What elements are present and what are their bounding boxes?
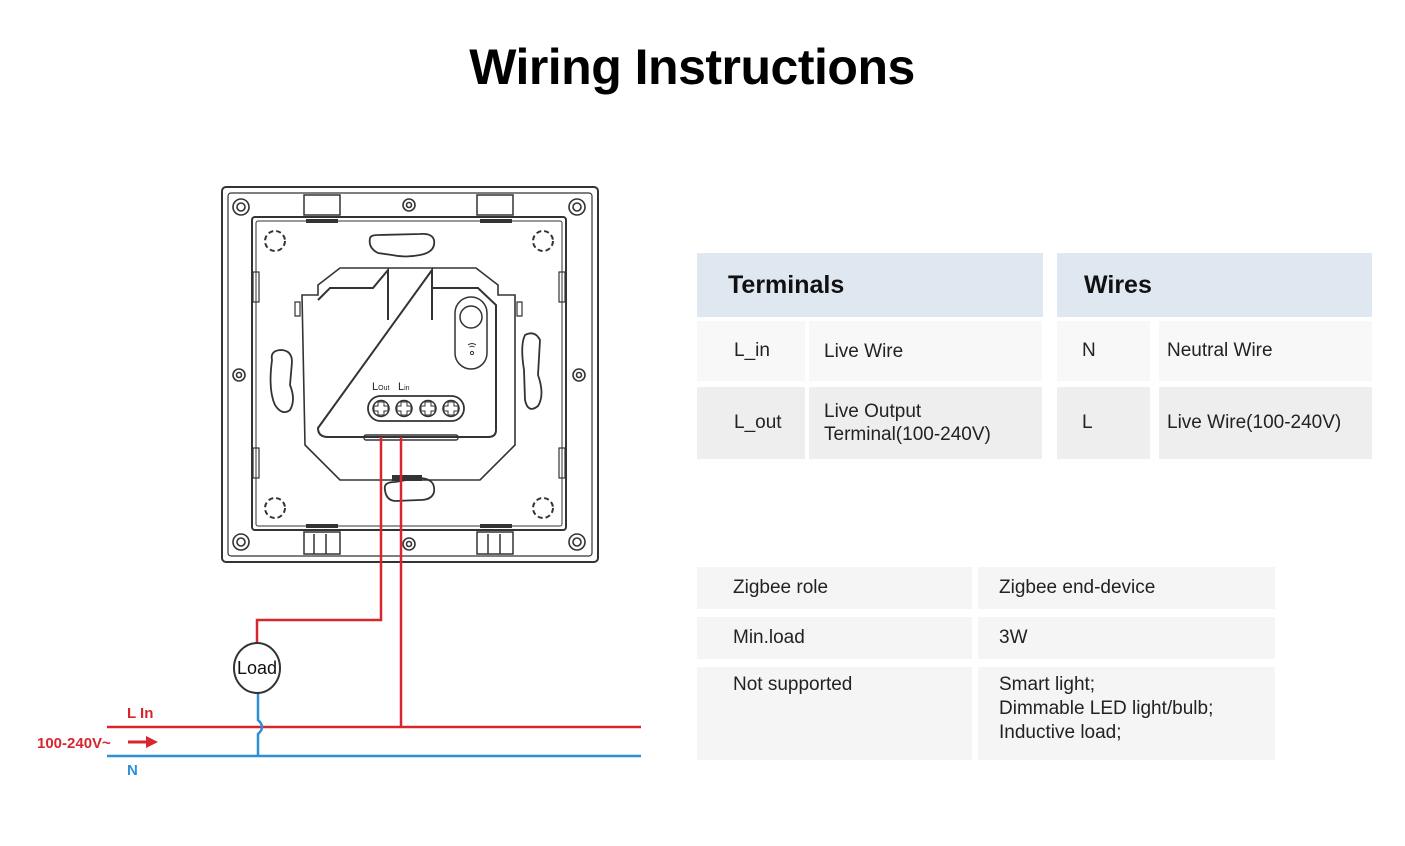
n-label: N — [127, 762, 138, 779]
l-in-label: L In — [127, 705, 153, 722]
spec-key: Min.load — [697, 617, 972, 659]
value-line: Smart light; — [999, 674, 1096, 695]
spec-key: Not supported — [697, 667, 972, 760]
spec-value: 3W — [978, 617, 1275, 659]
table-cell-key: L_in — [697, 321, 805, 381]
table-cell-key: L_out — [697, 387, 805, 459]
table-cell-value: Live Wire — [809, 321, 1042, 381]
spec-value: Smart light; Dimmable LED light/bulb; In… — [978, 667, 1275, 760]
screw-holes — [232, 198, 586, 551]
switch-back-plate — [221, 186, 599, 563]
arrow-right-icon — [128, 736, 158, 748]
pair-button — [454, 296, 488, 370]
voltage-label: 100-240V~ — [37, 735, 111, 752]
value-line: Dimmable LED light/bulb; — [999, 698, 1214, 719]
live-out-wire — [255, 437, 383, 645]
value-line: Live Output — [824, 401, 922, 422]
terminals-header: Terminals — [697, 253, 1043, 317]
terminal-label-lin: Lin — [398, 381, 410, 393]
value-line: Terminal(100-240V) — [824, 424, 991, 445]
outer-frame — [221, 186, 599, 563]
terminal-block — [367, 395, 465, 422]
wires-header: Wires — [1057, 253, 1372, 317]
neutral-load-wire — [256, 692, 264, 756]
spec-key: Zigbee role — [697, 567, 972, 609]
page-title: Wiring Instructions — [469, 39, 915, 95]
table-cell-value: Neutral Wire — [1159, 321, 1372, 381]
table-cell-key: L — [1057, 387, 1150, 459]
terminal-label-lout: LOut — [372, 381, 389, 393]
load-symbol — [233, 642, 281, 694]
value-line: Inductive load; — [999, 722, 1122, 743]
table-cell-key: N — [1057, 321, 1150, 381]
table-cell-value: Live Wire(100-240V) — [1159, 387, 1372, 459]
switch-module — [294, 266, 523, 481]
load-label: Load — [237, 658, 277, 678]
spec-value: Zigbee end-device — [978, 567, 1275, 609]
inner-plate — [251, 216, 567, 531]
wiring-diagram: LOut Lin Load L In 100-240V~ N — [37, 186, 641, 779]
